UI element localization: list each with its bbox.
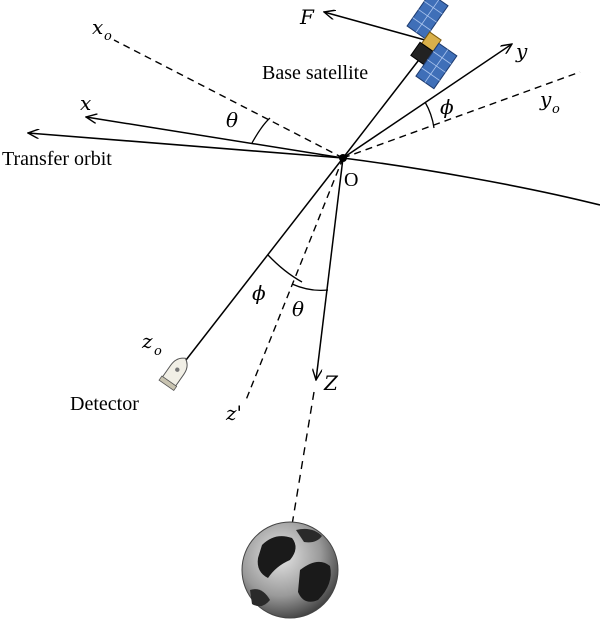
label-theta-upper: θ [226,108,238,132]
label-base-satellite: Base satellite [262,62,368,84]
label-zo: z o [141,329,162,359]
label-phi-upper: ϕ [440,95,454,119]
earth-globe-icon [241,521,339,619]
label-yo: y o [539,87,560,117]
phi-lower-arc [267,254,303,283]
origin-point [339,154,347,162]
label-y: y [515,39,528,63]
transfer-orbit-arrow [28,133,344,159]
satellite-icon [406,0,458,90]
label-theta-lower: θ [292,297,304,321]
svg-text:o: o [552,102,560,117]
theta-lower-arc [291,283,329,292]
label-detector: Detector [70,393,139,415]
yo-axis [342,71,581,159]
label-phi-lower: ϕ [252,281,266,305]
svg-text:z: z [141,329,153,353]
label-x: x [80,91,91,115]
label-f: F [299,5,315,29]
svg-text:o: o [154,344,162,359]
label-xo: x o [92,15,112,44]
svg-text:y: y [539,87,552,111]
phi-upper-arc [424,101,435,129]
label-origin: O [344,169,358,191]
label-z-prime: z' [225,401,242,425]
transfer-orbit-curve [342,157,600,206]
xo-axis [113,39,344,159]
z-axis [316,157,344,380]
y-axis [342,44,512,159]
x-axis [86,117,344,159]
label-z: Z [323,371,339,395]
label-transfer-orbit: Transfer orbit [2,148,112,170]
theta-upper-arc [251,117,271,144]
zo-axis [185,157,344,361]
detector-capsule-icon [158,357,188,392]
z-axis-extension [291,391,315,526]
satellite-link-line [342,51,426,159]
svg-text:o: o [104,29,112,44]
svg-text:x: x [92,15,103,39]
z-prime-axis [245,157,344,401]
force-f-arrow [324,12,426,41]
